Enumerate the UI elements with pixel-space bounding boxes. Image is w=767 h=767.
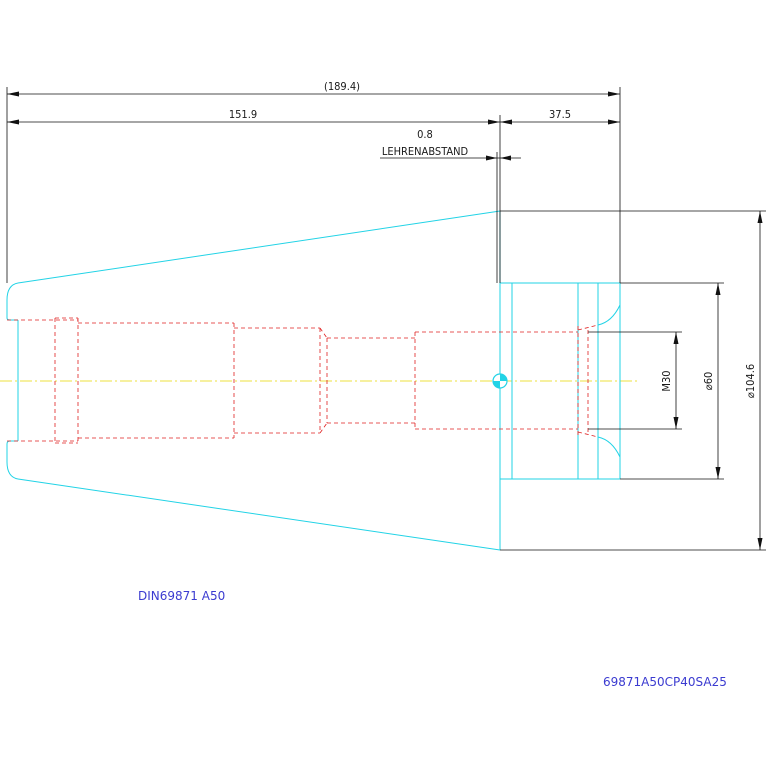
hidden-bore-lines	[7, 317, 599, 444]
dimension-overall-length: (189.4)	[6, 80, 621, 283]
head-diameter-text: ⌀60	[702, 372, 715, 391]
part-number-label: 69871A50CP40SA25	[603, 675, 727, 689]
dimension-thread: M30	[588, 331, 682, 430]
thread-text: M30	[660, 370, 673, 391]
gauge-offset-value: 0.8	[417, 128, 433, 141]
gauge-point-marker	[492, 373, 508, 389]
gauge-offset-label: LEHRENABSTAND	[382, 145, 469, 158]
part-outline	[6, 210, 621, 551]
dimension-cone-length: 151.9	[7, 108, 501, 283]
cone-length-text: 151.9	[229, 108, 257, 121]
flange-diameter-text: ⌀104.6	[744, 364, 757, 398]
dimension-head-length: 37.5	[500, 108, 620, 125]
dimension-gauge-offset: 0.8 LEHRENABSTAND	[380, 128, 521, 283]
overall-length-text: (189.4)	[324, 80, 360, 93]
dimension-head-diameter: ⌀60	[620, 282, 724, 480]
head-length-text: 37.5	[549, 108, 571, 121]
standard-label: DIN69871 A50	[138, 589, 225, 603]
dimension-flange-diameter: ⌀104.6	[500, 210, 766, 551]
